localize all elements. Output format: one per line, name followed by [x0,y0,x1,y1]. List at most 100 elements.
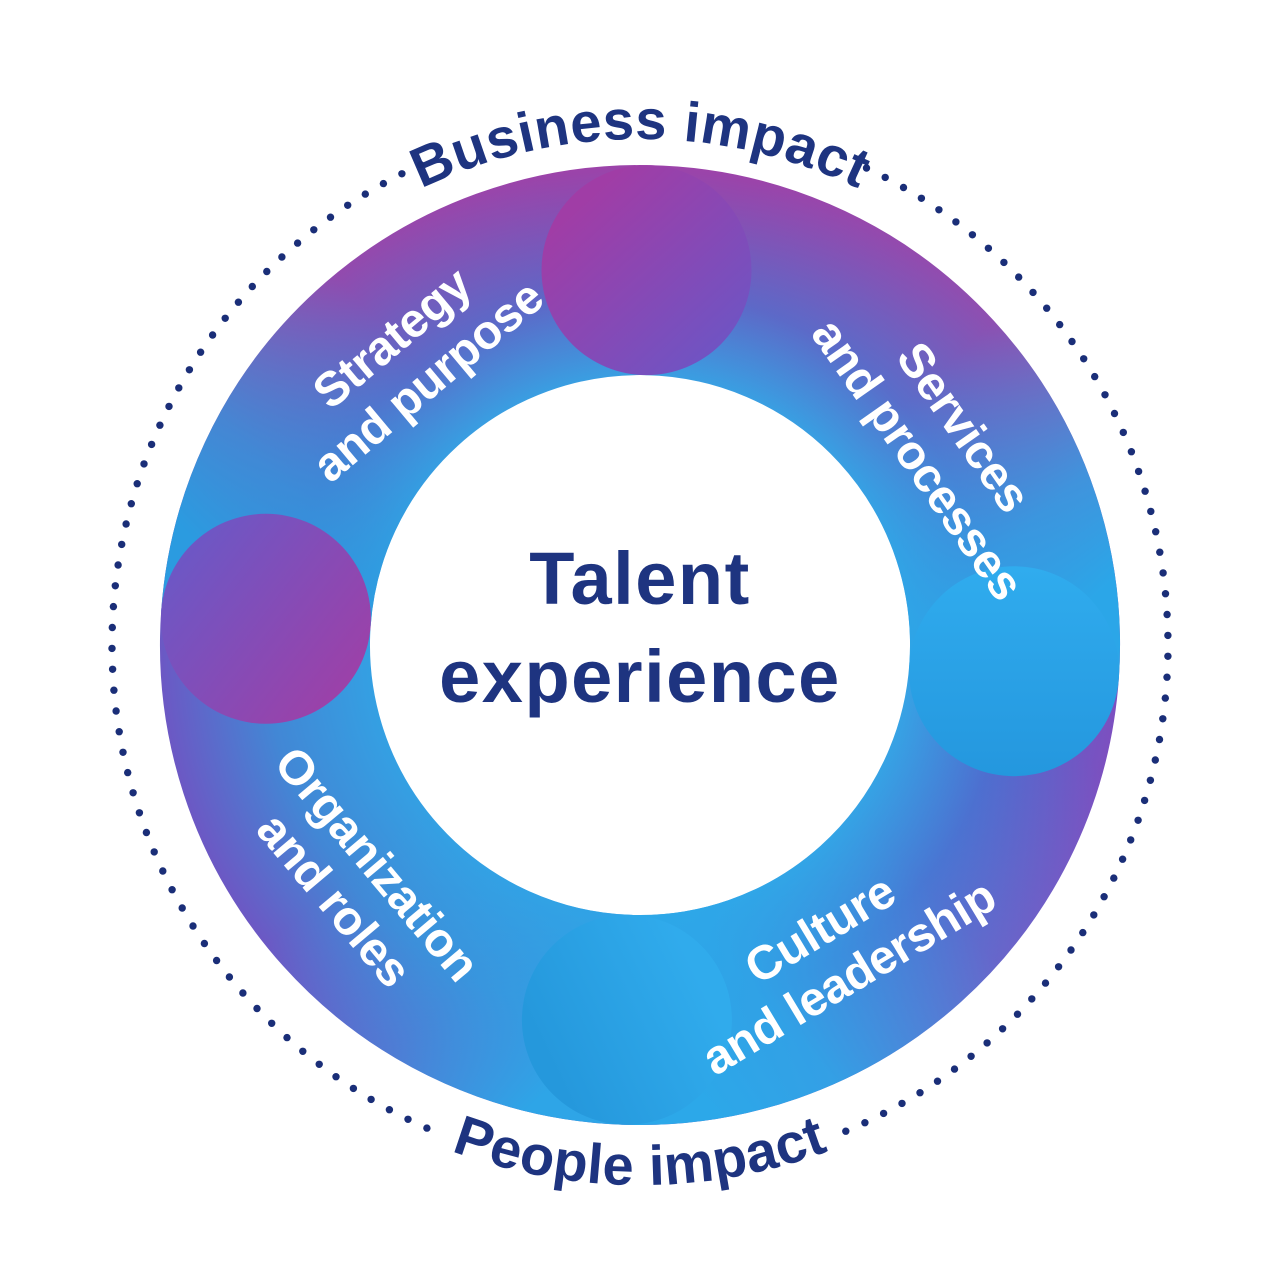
center-label-line2: experience [439,635,841,718]
dot [1068,337,1076,346]
dot [385,1106,394,1114]
dot [861,1119,869,1127]
dot [150,848,158,856]
dot [315,1060,323,1069]
dot [1110,409,1119,418]
segment-cap-top [541,165,752,376]
dot [1015,273,1023,281]
center-label: Talent experience [439,537,841,718]
dot [1163,673,1171,681]
dot [917,194,926,202]
dot [111,582,120,590]
dot [1100,893,1108,901]
dot [879,1109,888,1118]
segment-cap-right [909,566,1120,777]
dot [119,748,127,756]
dot [967,1052,975,1061]
dot [983,1039,991,1047]
dot [398,170,406,178]
dot [344,201,352,209]
dot [349,1084,358,1093]
dot [133,480,141,488]
segment-cap-left [160,513,371,724]
dot [1110,874,1118,882]
dot [379,179,388,188]
dot [1151,756,1160,764]
dot [1164,652,1172,660]
dot [1013,1010,1022,1018]
dot [124,768,132,777]
dot [1101,391,1109,399]
dot [147,440,156,449]
dot [234,298,243,306]
dot [950,1065,959,1073]
ring [160,165,1120,1126]
dot [933,1077,942,1085]
dot [159,867,167,875]
dot [221,314,229,322]
dot [1000,258,1008,267]
dot [263,267,271,276]
dot [1163,610,1171,619]
dotted-circle [108,161,1172,1135]
dot [361,190,369,198]
dot [310,226,318,234]
dot [268,1019,276,1027]
dot [1159,715,1167,723]
dot [899,183,908,192]
dot [998,1025,1007,1033]
dot [984,244,993,252]
dot [1056,320,1064,329]
dot [168,886,176,894]
dot [952,218,960,226]
dot [200,939,209,948]
dot [115,728,123,736]
dot [935,206,943,214]
dot [108,623,117,632]
dot [165,402,173,411]
dot [1147,507,1155,516]
dot [1043,304,1051,312]
dot [1141,487,1149,495]
dot [1127,836,1135,844]
dot [175,384,183,392]
dot [110,686,118,694]
dot [1054,963,1063,971]
dot [1041,979,1050,987]
dot [1140,796,1149,805]
dot [299,1047,307,1056]
dot [1146,776,1155,784]
dot [283,1033,291,1042]
center-label-line1: Talent [529,537,750,620]
dot [156,421,164,429]
dot [140,460,148,468]
dot [1159,569,1167,577]
dot [108,644,116,653]
dot [332,1073,340,1081]
dot [367,1095,375,1104]
dot [1161,694,1170,702]
dot [212,956,221,965]
dot [225,973,234,981]
dot [112,707,120,715]
dot [122,520,130,528]
dot [208,331,217,339]
dot [881,173,889,182]
dot [1028,995,1036,1003]
dot [129,789,137,797]
dot [196,348,205,356]
dot [1067,946,1075,954]
dot [1155,735,1164,744]
dot [1134,816,1142,824]
dot [109,602,118,611]
dot [135,809,144,817]
segment-cap-bottom [521,914,732,1125]
dot [142,828,151,837]
dot [189,922,197,930]
dot [278,253,286,261]
dot [293,239,302,247]
dot [1118,855,1127,863]
dot [404,1115,412,1124]
